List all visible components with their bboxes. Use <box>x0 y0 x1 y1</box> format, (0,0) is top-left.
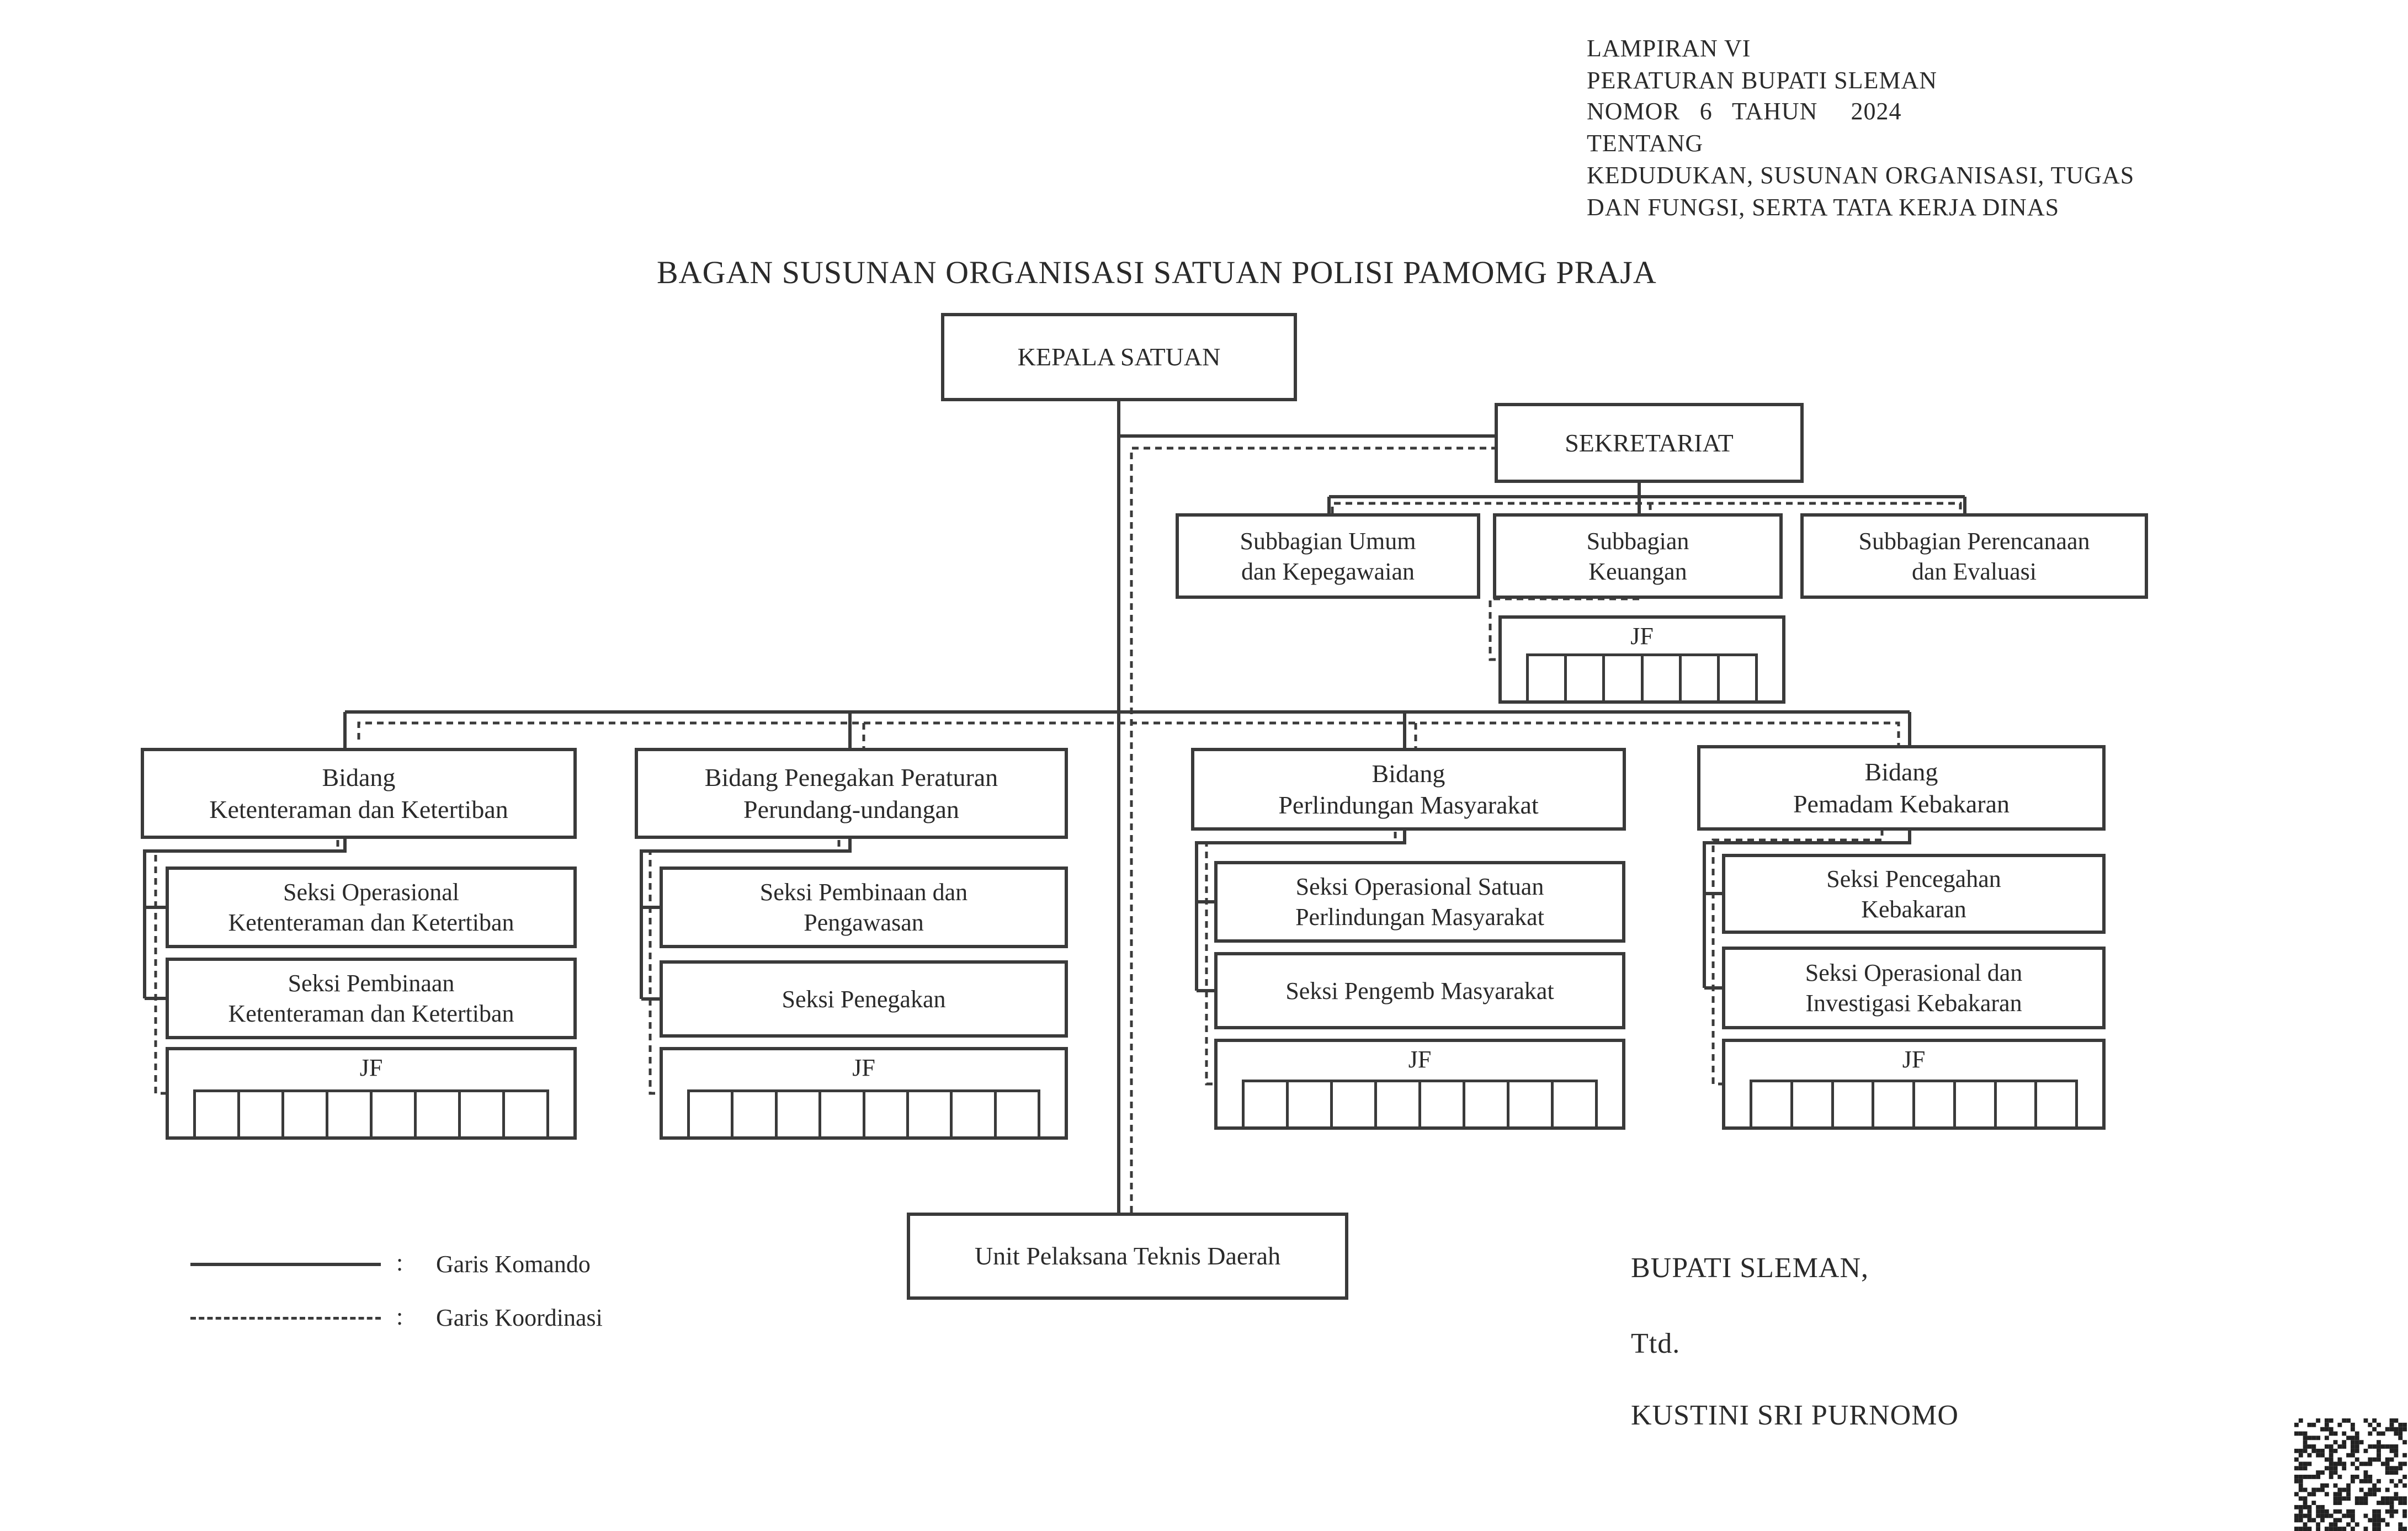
coordination-line <box>648 840 841 1095</box>
jf-cell <box>196 1092 240 1136</box>
box-subbagian-umum: Subbagian Umum dan Kepegawaian <box>1176 513 1480 599</box>
box-bidang-penegakan: Bidang Penegakan Peraturan Perundang-und… <box>635 748 1068 839</box>
qr-code-icon <box>2294 1418 2407 1531</box>
jf-cell <box>1509 1082 1554 1126</box>
jf-cell <box>328 1092 373 1136</box>
legend-coordination-label: Garis Koordinasi <box>436 1304 603 1331</box>
chart-title: BAGAN SUSUNAN ORGANISASI SATUAN POLISI P… <box>657 254 1657 290</box>
jf-label: JF <box>1902 1046 1926 1073</box>
jf-label: JF <box>1630 623 1654 650</box>
jf-grid <box>1242 1080 1598 1126</box>
box-seksi-pembinaan-trantib: Seksi Pembinaan Ketenteraman dan Keterti… <box>166 958 577 1039</box>
command-line <box>143 839 347 998</box>
legend-command-line <box>190 1263 381 1266</box>
jf-cell <box>1720 656 1758 700</box>
jf-cell <box>1465 1082 1509 1126</box>
coordination-line <box>357 721 1900 745</box>
jf-cell <box>1874 1082 1915 1126</box>
jf-cell <box>1793 1082 1834 1126</box>
jf-cell <box>1529 656 1567 700</box>
jf-cell <box>1682 656 1720 700</box>
jf-cell <box>240 1092 284 1136</box>
header-line-subject-2: DAN FUNGSI, SERTA TATA KERJA DINAS <box>1587 194 2060 221</box>
box-sekretariat: SEKRETARIAT <box>1495 403 1804 483</box>
jf-cell <box>997 1092 1040 1136</box>
box-kepala-satuan: KEPALA SATUAN <box>941 313 1297 401</box>
jf-cell <box>505 1092 549 1136</box>
box-seksi-operasional-investigasi: Seksi Operasional dan Investigasi Kebaka… <box>1722 947 2106 1029</box>
box-seksi-operasional-trantib: Seksi Operasional Ketenteraman dan Keter… <box>166 866 577 948</box>
jf-cell <box>1421 1082 1465 1126</box>
signature-ttd: Ttd. <box>1631 1328 1681 1359</box>
box-subbagian-perencanaan: Subbagian Perencanaan dan Evaluasi <box>1800 513 2148 599</box>
jf-cell <box>1834 1082 1875 1126</box>
jf-label: JF <box>1408 1046 1432 1073</box>
box-subbagian-keuangan: Subbagian Keuangan <box>1493 513 1783 599</box>
jf-cell <box>1377 1082 1421 1126</box>
header-line-tentang: TENTANG <box>1587 130 1704 157</box>
header-line-number: NOMOR 6 TAHUN 2024 <box>1587 98 1902 125</box>
box-bidang-damkar: Bidang Pemadam Kebakaran <box>1697 745 2106 831</box>
jf-cell <box>2037 1082 2078 1126</box>
jf-cell <box>1956 1082 1997 1126</box>
jf-cell <box>1245 1082 1289 1126</box>
jf-grid <box>1526 653 1758 700</box>
jf-grid <box>687 1089 1040 1136</box>
header-line-lampiran: LAMPIRAN VI <box>1587 35 1751 62</box>
jf-cell <box>373 1092 417 1136</box>
jf-cell <box>690 1092 734 1136</box>
jf-cell <box>284 1092 328 1136</box>
jf-cell <box>1997 1082 2038 1126</box>
jf-cell <box>1752 1082 1793 1126</box>
coordination-line <box>1331 502 1962 513</box>
jf-label: JF <box>852 1054 875 1081</box>
jf-bidang-linmas: JF <box>1214 1039 1625 1130</box>
jf-cell <box>909 1092 953 1136</box>
jf-label: JF <box>359 1054 383 1081</box>
jf-bidang-ketenteraman: JF <box>166 1047 577 1140</box>
coordination-line <box>1489 597 1639 661</box>
jf-cell <box>1289 1082 1333 1126</box>
jf-cell <box>821 1092 865 1136</box>
header-line-regulation: PERATURAN BUPATI SLEMAN <box>1587 67 1938 94</box>
legend-coordination-line <box>190 1317 381 1320</box>
coordination-line <box>1711 829 1884 1086</box>
jf-cell <box>1554 1082 1598 1126</box>
jf-cell <box>865 1092 909 1136</box>
jf-cell <box>1567 656 1606 700</box>
jf-bidang-penegakan: JF <box>660 1047 1068 1140</box>
command-line <box>1703 831 1911 988</box>
box-seksi-pengemb-masyarakat: Seksi Pengemb Masyarakat <box>1214 952 1625 1029</box>
box-bidang-ketenteraman: Bidang Ketenteraman dan Ketertiban <box>141 748 577 839</box>
header-line-subject-1: KEDUDUKAN, SUSUNAN ORGANISASI, TUGAS <box>1587 162 2135 189</box>
jf-cell <box>1915 1082 1956 1126</box>
jf-cell <box>1333 1082 1377 1126</box>
jf-cell <box>778 1092 822 1136</box>
box-seksi-pencegahan-kebakaran: Seksi Pencegahan Kebakaran <box>1722 854 2106 934</box>
jf-sekretariat: JF <box>1498 615 1785 704</box>
box-seksi-pembinaan-pengawasan: Seksi Pembinaan dan Pengawasan <box>660 866 1068 948</box>
box-seksi-operasional-linmas: Seksi Operasional Satuan Perlindungan Ma… <box>1214 861 1625 943</box>
box-seksi-penegakan: Seksi Penegakan <box>660 960 1068 1038</box>
signature-name: KUSTINI SRI PURNOMO <box>1631 1400 1959 1431</box>
jf-cell <box>417 1092 461 1136</box>
jf-cell <box>1605 656 1644 700</box>
jf-grid <box>193 1089 549 1136</box>
jf-bidang-damkar: JF <box>1722 1039 2106 1130</box>
jf-grid <box>1750 1080 2078 1126</box>
box-uptd: Unit Pelaksana Teknis Daerah <box>907 1213 1348 1300</box>
signature-office: BUPATI SLEMAN, <box>1631 1252 1869 1284</box>
legend-command-sep: : <box>396 1249 403 1276</box>
jf-cell <box>461 1092 505 1136</box>
jf-cell <box>1644 656 1682 700</box>
coordination-line <box>1205 832 1397 1086</box>
jf-cell <box>953 1092 997 1136</box>
box-bidang-linmas: Bidang Perlindungan Masyarakat <box>1191 748 1626 831</box>
jf-cell <box>733 1092 778 1136</box>
legend-command-label: Garis Komando <box>436 1251 591 1278</box>
legend-coordination-sep: : <box>396 1303 403 1330</box>
